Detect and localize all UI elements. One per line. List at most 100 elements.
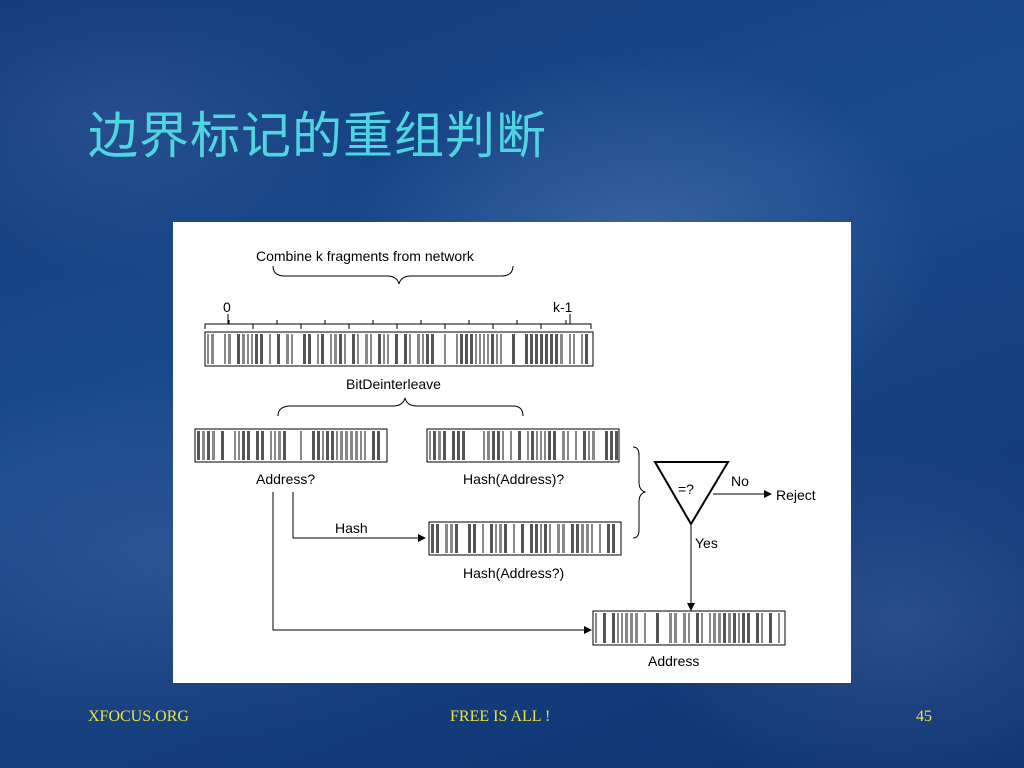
bar-stripe	[610, 431, 613, 460]
bar-stripe	[525, 334, 528, 364]
bar-stripe	[535, 524, 538, 553]
bar-stripe	[352, 334, 355, 364]
index-end-label: k-1	[553, 299, 573, 315]
bar-stripe	[612, 613, 615, 643]
bar-stripe	[207, 334, 209, 364]
bar-stripe	[450, 524, 453, 553]
bar-stripe	[422, 334, 424, 364]
bar-stripe	[370, 334, 372, 364]
bar-stripe	[683, 613, 686, 643]
bar-stripe	[588, 431, 590, 460]
bar-stripe	[445, 524, 448, 553]
bar-stripe	[317, 334, 319, 364]
address-label: Address?	[256, 471, 315, 487]
bar-stripe	[723, 613, 726, 643]
bar-stripe	[340, 431, 343, 460]
split-brace	[277, 397, 524, 417]
reject-label: Reject	[776, 487, 816, 503]
bar-stripe	[550, 334, 553, 364]
bar-stripe	[583, 431, 586, 460]
bar-stripe	[443, 431, 446, 460]
bar-stripe	[377, 431, 380, 460]
bar-stripe	[656, 613, 659, 643]
bar-stripe	[326, 431, 329, 460]
bar-stripe	[212, 431, 215, 460]
bar-stripe	[242, 334, 245, 364]
bar-stripe	[202, 431, 205, 460]
bar-stripe	[586, 524, 589, 553]
bar-stripe	[278, 431, 281, 460]
bar-stripe	[404, 334, 407, 364]
bar-stripe	[544, 524, 547, 553]
bar-stripe	[483, 431, 485, 460]
bar-stripe	[769, 613, 772, 643]
bar-stripe	[510, 431, 512, 460]
compare-symbol: =?	[678, 481, 694, 497]
page-number: 45	[916, 708, 932, 725]
bar-stripe	[512, 334, 515, 364]
footer-slogan: FREE IS ALL !	[450, 708, 551, 725]
bar-stripe	[497, 431, 500, 460]
bar-stripe	[334, 334, 337, 364]
bar-stripe	[571, 524, 574, 553]
bar-stripe	[483, 334, 485, 364]
bar-stripe	[701, 613, 703, 643]
bar-stripe	[291, 334, 293, 364]
bar-stripe	[492, 431, 495, 460]
bar-stripe	[260, 334, 263, 364]
bar-stripe	[688, 613, 690, 643]
bar-stripe	[339, 334, 342, 364]
bar-stripe	[444, 334, 446, 364]
slide-title: 边界标记的重组判断	[88, 107, 547, 165]
bar-stripe	[644, 613, 646, 643]
bar-stripe	[274, 431, 276, 460]
bar-stripe	[247, 334, 249, 364]
fragment-braces	[204, 320, 592, 329]
bar-stripe	[238, 431, 240, 460]
bar-stripe	[365, 334, 368, 364]
index-start-label: 0	[223, 299, 231, 315]
bar-stripe	[468, 524, 471, 553]
bar-stripe	[378, 334, 381, 364]
bar-stripe	[553, 431, 556, 460]
bar-stripe	[530, 334, 533, 364]
bar-stripe	[475, 334, 477, 364]
bar-stripe	[357, 334, 359, 364]
bar-stripe	[569, 334, 571, 364]
bar-stripe	[527, 431, 529, 460]
bar-stripe	[504, 524, 507, 553]
bar-stripe	[490, 524, 493, 553]
bar-stripe	[531, 431, 534, 460]
bar-stripe	[286, 334, 289, 364]
bar-stripe	[621, 613, 623, 643]
bar-stripe	[581, 334, 583, 364]
bar-stripe	[336, 431, 338, 460]
comparator-triangle	[653, 461, 730, 526]
bar-stripe	[465, 334, 468, 364]
bar-stripe	[261, 431, 264, 460]
bar-stripe	[562, 431, 565, 460]
bar-stripe	[426, 334, 429, 364]
bar-stripe	[228, 334, 231, 364]
address-path-arrow	[272, 492, 592, 634]
compare-brace	[632, 446, 647, 539]
yes-label: Yes	[695, 535, 718, 551]
fragments-bar	[204, 331, 594, 367]
bar-stripe	[312, 431, 315, 460]
bar-stripe	[617, 613, 619, 643]
bar-stripe	[387, 334, 389, 364]
bar-stripe	[742, 613, 745, 643]
bar-stripe	[255, 334, 258, 364]
computed-hash-label: Hash(Address?)	[463, 565, 564, 581]
bar-stripe	[438, 431, 441, 460]
bar-stripe	[256, 431, 259, 460]
bar-stripe	[355, 431, 358, 460]
hash-address-bar	[426, 428, 620, 463]
bar-stripe	[756, 613, 759, 643]
bar-stripe	[491, 334, 494, 364]
bar-stripe	[500, 334, 502, 364]
bar-stripe	[591, 524, 593, 553]
bar-stripe	[251, 334, 253, 364]
bar-stripe	[321, 334, 324, 364]
bar-stripe	[625, 613, 628, 643]
